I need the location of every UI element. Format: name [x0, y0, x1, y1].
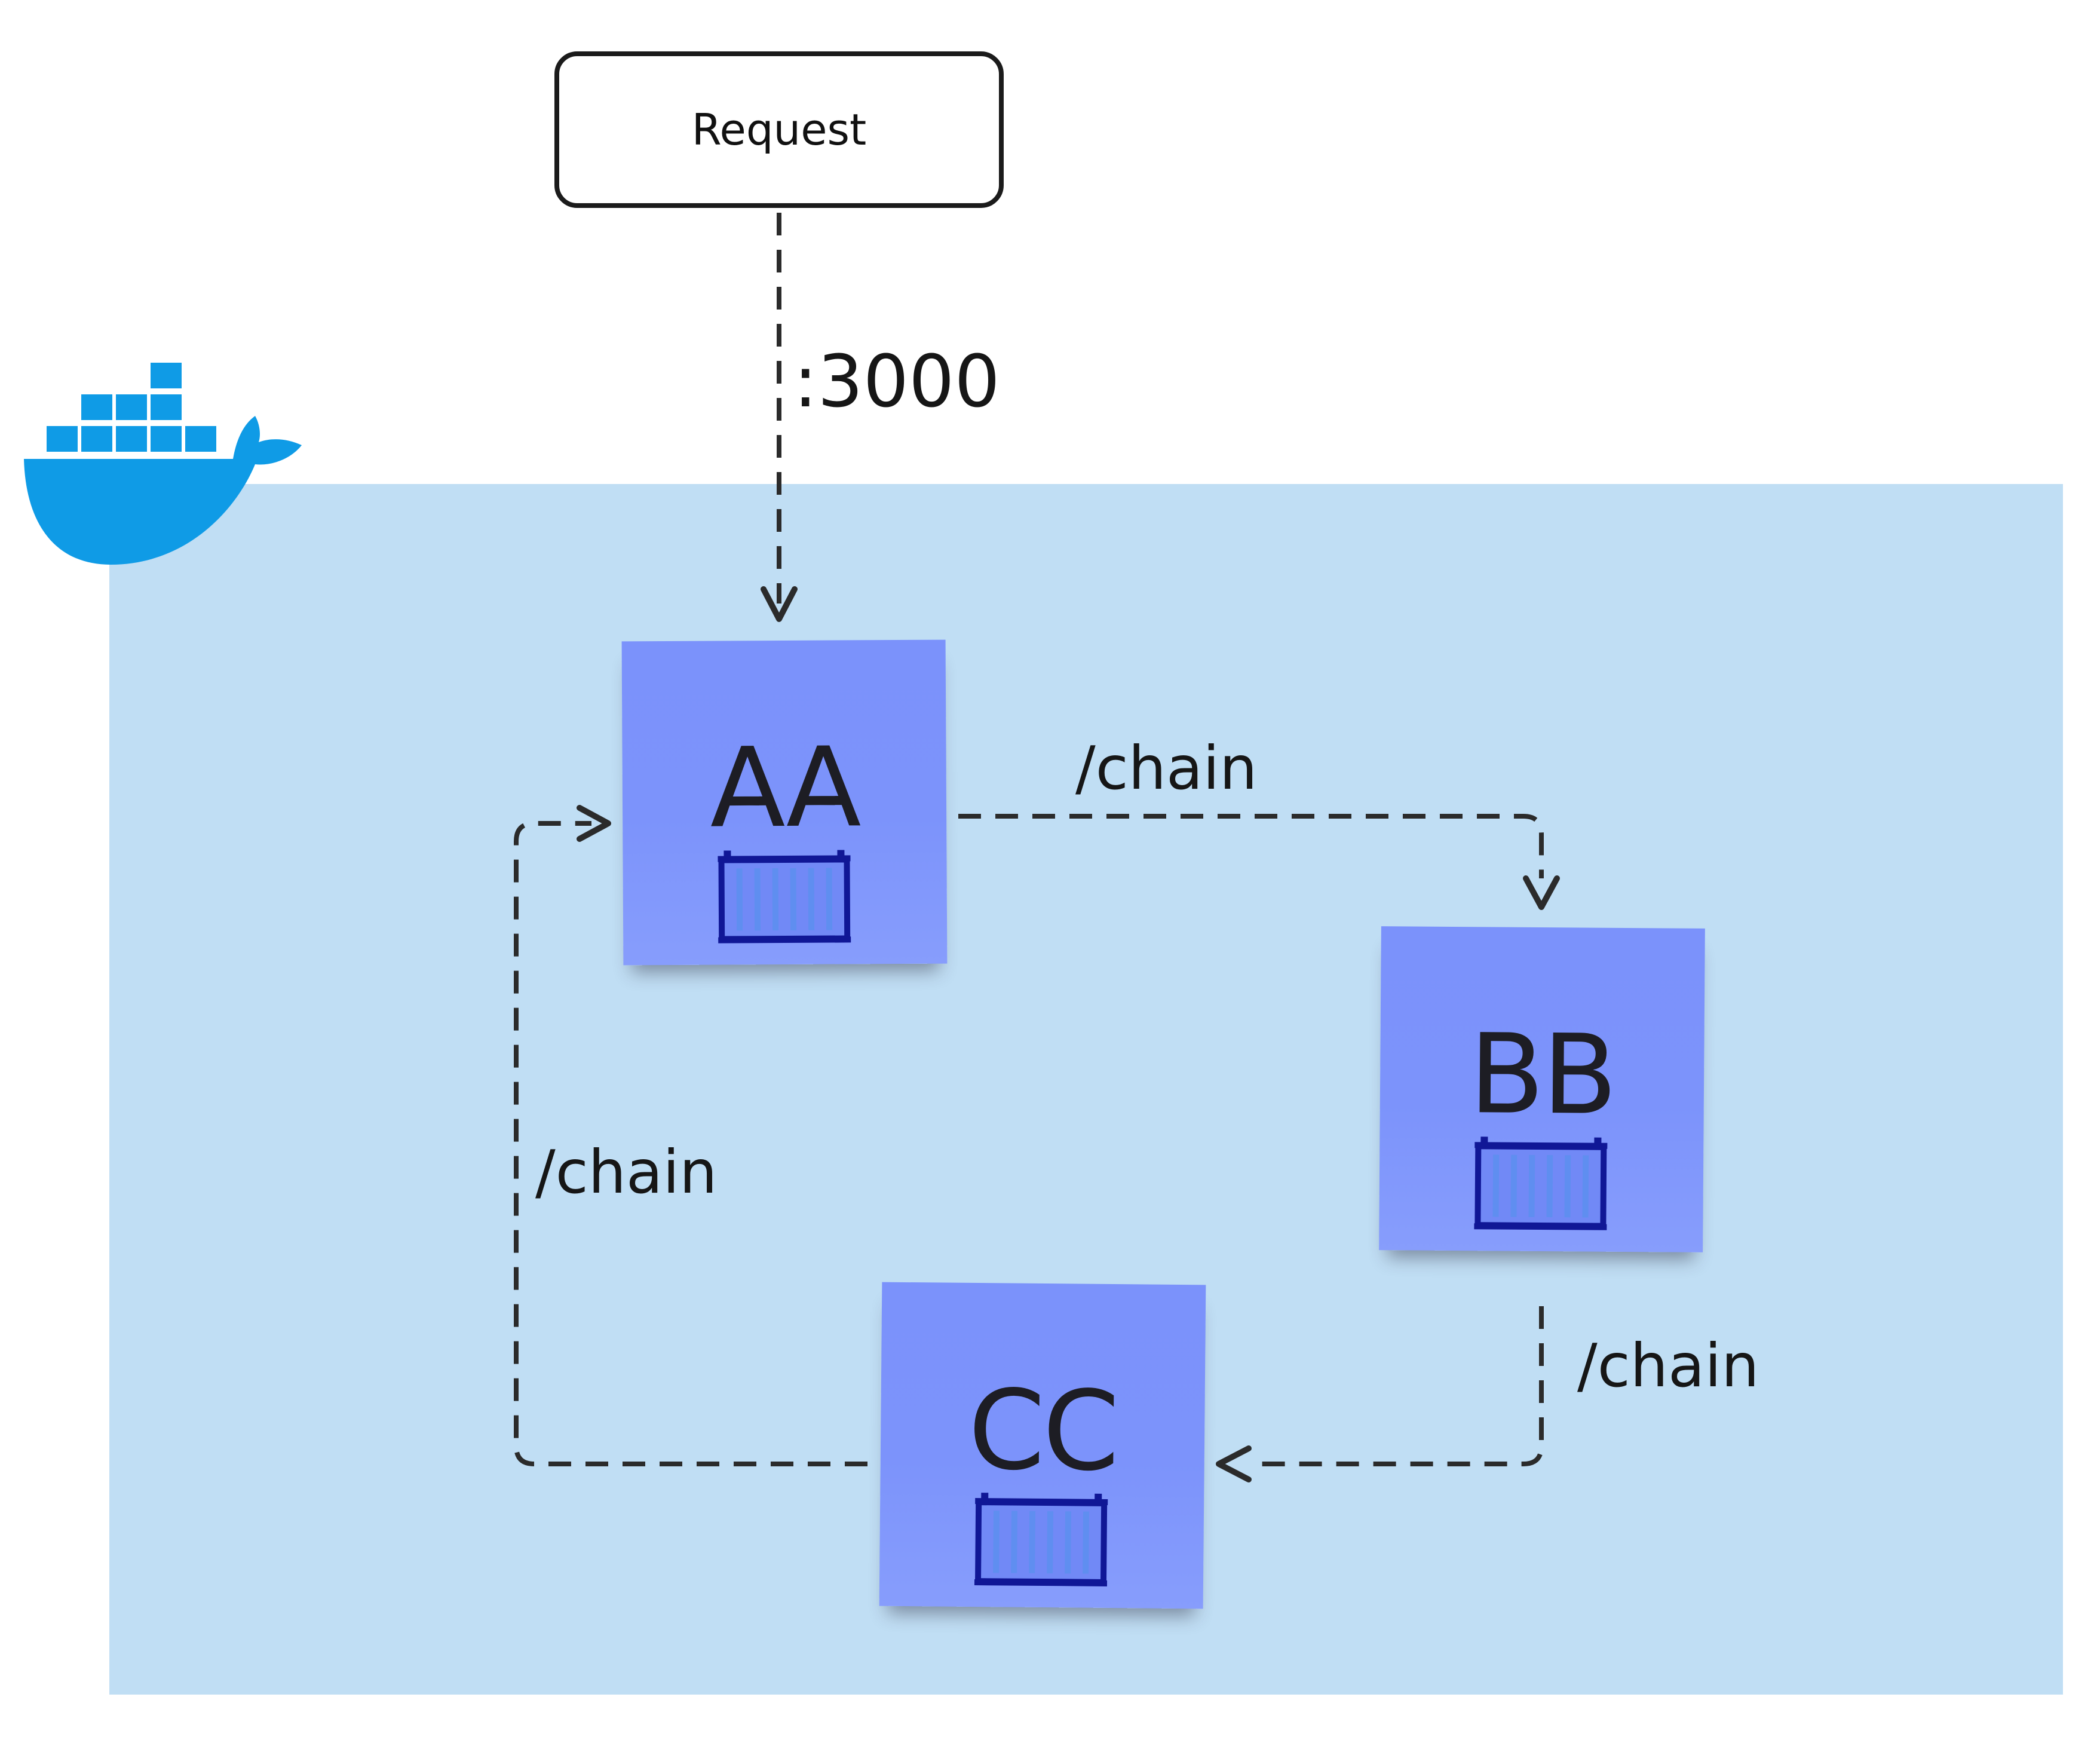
connector-aa-to-bb	[958, 814, 1544, 878]
chain-label-bb-cc: /chain	[1577, 1331, 1759, 1401]
container-icon	[718, 850, 851, 943]
connector-bb-to-cc	[1255, 1306, 1544, 1466]
service-name: CC	[967, 1366, 1118, 1496]
connector-cc-to-aa	[514, 821, 867, 1466]
port-label: :3000	[793, 341, 1000, 424]
container-icon	[1474, 1136, 1608, 1230]
arrowhead-aa-to-bb	[1523, 875, 1560, 910]
service-note-bb: BB	[1379, 926, 1705, 1252]
chain-label-cc-aa: /chain	[535, 1137, 718, 1207]
request-box: Request	[554, 51, 1004, 208]
request-label: Request	[691, 105, 867, 155]
service-note-aa: AA	[621, 639, 948, 966]
docker-whale-icon	[24, 363, 302, 565]
service-note-cc: CC	[879, 1282, 1206, 1609]
chain-label-aa-bb: /chain	[1075, 733, 1258, 803]
arrowhead-request-to-aa	[761, 586, 798, 622]
service-name: AA	[709, 724, 859, 853]
arrowhead-bb-to-cc	[1216, 1445, 1252, 1482]
container-icon	[974, 1493, 1108, 1586]
arrowhead-cc-to-aa	[577, 805, 611, 842]
service-name: BB	[1469, 1010, 1616, 1139]
